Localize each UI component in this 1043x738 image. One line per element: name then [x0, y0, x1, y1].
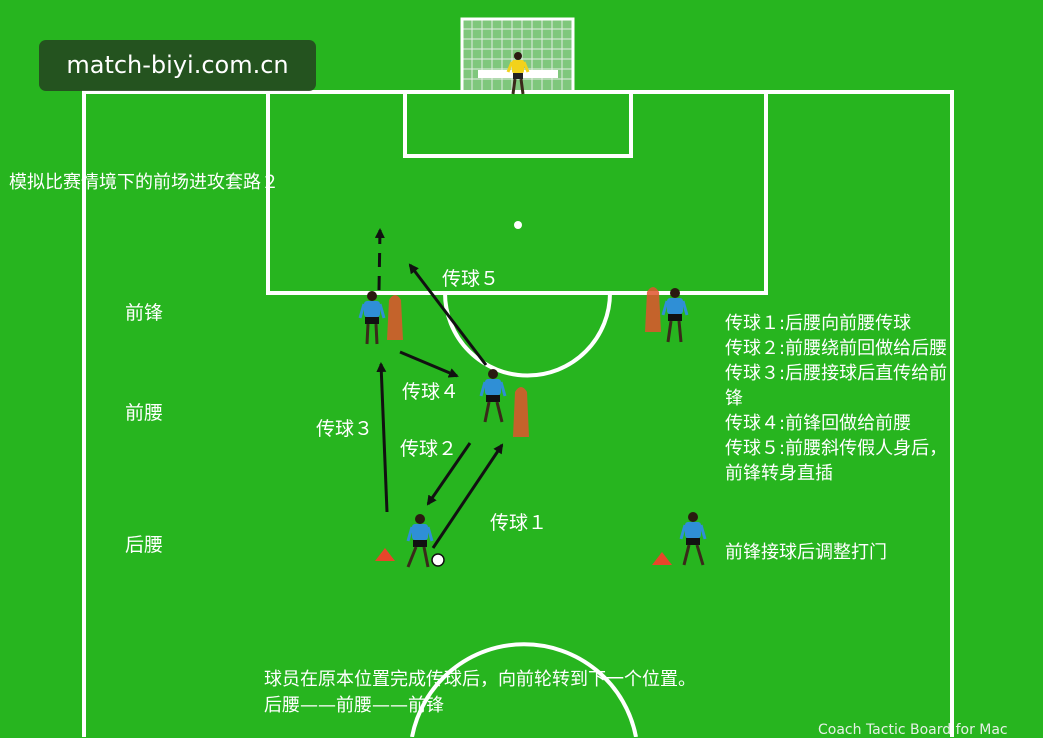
goalkeeper-icon: [506, 52, 530, 95]
mannequin-dummy-icon: [387, 295, 403, 340]
penalty-box: [266, 90, 768, 295]
pass-arrows: [374, 228, 504, 549]
player-forward-icon: [358, 291, 386, 345]
player-defensive-mid-icon: [406, 514, 434, 568]
app-brand: Coach Tactic Board for Mac: [818, 722, 1008, 738]
legend-item: 传球５:前腰斜传假人身后，前锋转身直插: [725, 438, 948, 484]
pass-4-label: 传球４: [402, 381, 460, 403]
watermark: match-biyi.com.cn: [39, 40, 316, 91]
drill-title: 模拟比赛情境下的前场进攻套路２: [9, 172, 279, 193]
role-label-defensive-mid: 后腰: [125, 534, 164, 556]
pitch-lines: [82, 90, 954, 737]
pass-2-arrow: [426, 442, 472, 506]
player-right-rear-icon: [679, 512, 707, 566]
pass-4-arrow: [399, 350, 459, 378]
legend-item: 传球４:前锋回做给前腰: [725, 413, 912, 434]
mannequin-dummy-icon: [645, 287, 661, 332]
goal-area: [403, 90, 633, 158]
pass-1-label: 传球１: [490, 512, 548, 534]
pass-legend: 传球１:后腰向前腰传球 传球２:前腰绕前回做给后腰 传球３:后腰接球后直传给前锋…: [725, 311, 965, 486]
mannequin-dummy-icon: [513, 387, 529, 437]
pass-3-label: 传球３: [316, 418, 374, 440]
pass-3-arrow: [376, 362, 389, 513]
legend-item: 传球１:后腰向前腰传球: [725, 313, 912, 334]
ball-icon: [431, 553, 445, 567]
forward-run-arrow: [374, 228, 385, 291]
pass-1-arrow: [431, 443, 504, 549]
role-label-forward: 前锋: [125, 302, 164, 324]
penalty-spot: [514, 221, 522, 229]
pass-2-label: 传球２: [400, 438, 458, 460]
training-cone-icon: [652, 552, 672, 565]
rotation-note: 球员在原本位置完成传球后，向前轮转到下一个位置。 后腰——前腰——前锋: [264, 667, 696, 719]
role-label-attacking-mid: 前腰: [125, 402, 164, 424]
rotation-note-line: 球员在原本位置完成传球后，向前轮转到下一个位置。: [264, 669, 696, 690]
penalty-arc: [443, 292, 612, 378]
rotation-order-line: 后腰——前腰——前锋: [264, 695, 444, 716]
player-attacking-mid-icon: [479, 369, 507, 423]
finish-note: 前锋接球后调整打门: [725, 542, 887, 563]
pass-5-label: 传球５: [442, 268, 500, 290]
legend-item: 传球３:后腰接球后直传给前锋: [725, 363, 948, 409]
player-right-forward-icon: [661, 288, 689, 343]
training-cone-icon: [375, 548, 395, 561]
center-circle-arc: [410, 642, 638, 737]
pass-5-arrow: [408, 263, 488, 366]
legend-item: 传球２:前腰绕前回做给后腰: [725, 338, 948, 359]
